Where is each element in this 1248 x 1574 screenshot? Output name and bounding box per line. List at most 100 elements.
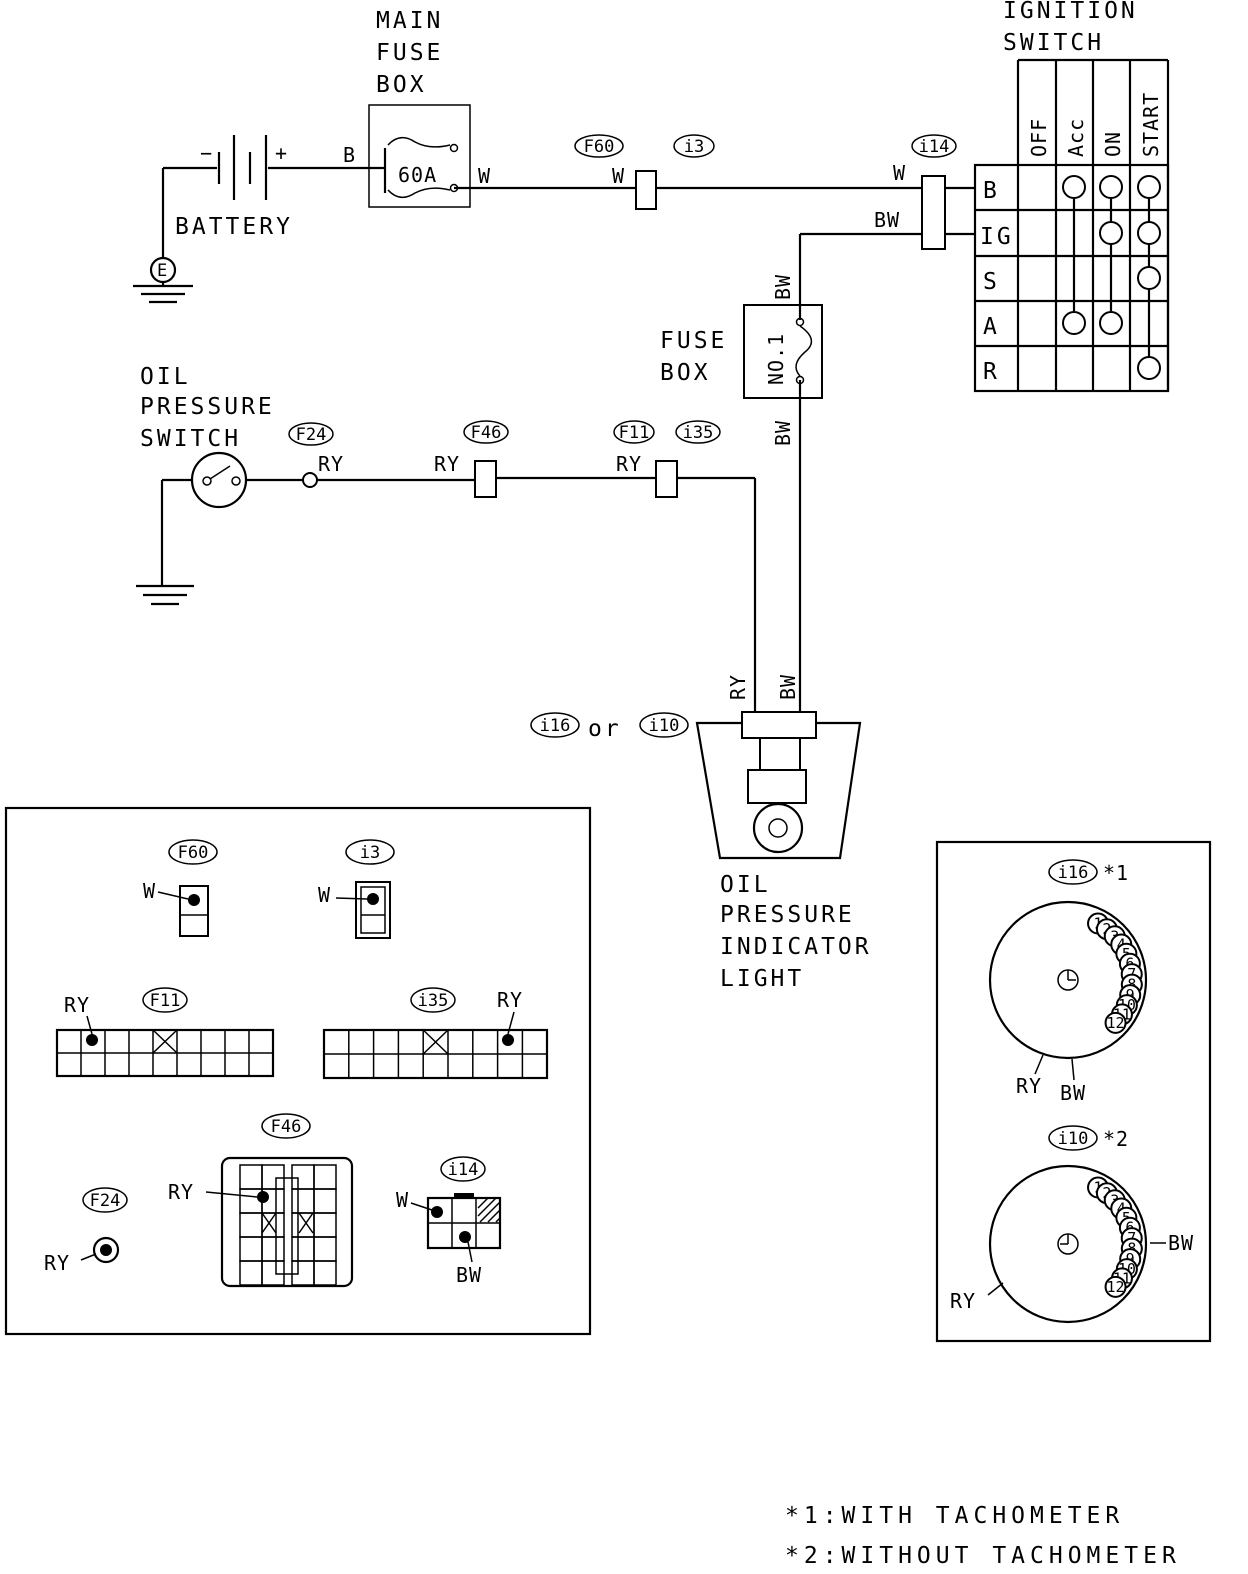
svg-text:F24: F24 xyxy=(90,1191,121,1211)
meter-connector-panel: i16 *1 123456789101112 RY BW i10 *2 1234… xyxy=(935,840,1212,1343)
i3-wire-w: W xyxy=(318,883,331,907)
ignition-switch-label-2: SWITCH xyxy=(1003,30,1104,56)
pin-circle xyxy=(1104,1011,1127,1034)
oil-pressure-switch: OIL PRESSURE SWITCH F24 RY xyxy=(136,364,344,606)
main-fuse-box-label-1: MAIN xyxy=(376,8,443,34)
ign-col-off: OFF xyxy=(1027,118,1051,157)
svg-text:i14: i14 xyxy=(919,137,950,157)
wire-ry-2: RY xyxy=(434,452,460,476)
f60-wire-w: W xyxy=(143,879,156,903)
i35-wire-ry: RY xyxy=(497,988,523,1012)
f24-wire-ry: RY xyxy=(44,1251,70,1275)
ign-row-a: A xyxy=(983,314,1000,340)
main-fuse-box-label-3: BOX xyxy=(376,72,427,98)
or-text: or xyxy=(588,716,622,742)
fuse-box-label-1: FUSE xyxy=(660,328,727,354)
connector-tag-i35: i35 xyxy=(675,420,721,444)
pin-label: 12 xyxy=(1107,1014,1125,1032)
connector-tag-i3: i3 xyxy=(673,134,715,158)
connector-view-f60: F60 W xyxy=(143,839,218,937)
main-fuse-box: MAIN FUSE BOX 60A xyxy=(368,8,471,208)
ign-col-on: ON xyxy=(1101,131,1125,157)
fuse-no1-label: NO.1 xyxy=(764,333,788,385)
connector-view-i35: i35 RY xyxy=(322,987,549,1080)
svg-text:i10: i10 xyxy=(1058,1129,1089,1149)
ry-wire: RY RY RY F46 F11 i35 xyxy=(317,420,757,712)
connector-views-panel: F60 W i3 W F11 RY xyxy=(4,806,592,1336)
svg-text:F46: F46 xyxy=(271,1117,302,1137)
ign-row-s: S xyxy=(983,269,1000,295)
pin-circle xyxy=(1104,1275,1127,1298)
svg-text:F60: F60 xyxy=(584,137,615,157)
svg-text:F46: F46 xyxy=(471,423,502,443)
connector-view-i3: i3 W xyxy=(318,839,395,939)
connector-tag-i10: i10 xyxy=(639,712,689,738)
ground-e-label: E xyxy=(157,261,167,281)
svg-text:i16: i16 xyxy=(540,716,571,736)
svg-text:i16: i16 xyxy=(1058,863,1089,883)
ign-row-r: R xyxy=(983,359,1000,385)
ignition-switch: IGNITION SWITCH OFF Acc ON START B IG S … xyxy=(973,0,1170,393)
oil-light-label-2: PRESSURE xyxy=(720,902,855,928)
svg-text:F11: F11 xyxy=(619,423,650,443)
w-wire: W W W F60 i3 xyxy=(454,134,922,210)
wire-b-battery: B xyxy=(343,143,356,167)
svg-text:i35: i35 xyxy=(418,991,449,1011)
wire-w-3: W xyxy=(893,161,906,185)
oil-light-label-1: OIL xyxy=(720,872,771,898)
oil-switch-label-3: SWITCH xyxy=(140,426,241,452)
i14-connector: i14 BW xyxy=(874,134,975,250)
wire-w-1: W xyxy=(478,164,491,188)
i10-wire-ry: RY xyxy=(950,1289,976,1313)
connector-tag-i14: i14 xyxy=(911,134,957,158)
ign-col-acc: Acc xyxy=(1064,118,1088,157)
oil-switch-label-2: PRESSURE xyxy=(140,394,275,420)
svg-text:i3: i3 xyxy=(684,137,704,157)
i14-wire-bw: BW xyxy=(456,1263,482,1287)
pin-12: 12 xyxy=(1104,1011,1127,1034)
connector-view-i14: i14 W BW xyxy=(396,1156,502,1287)
svg-text:i10: i10 xyxy=(649,716,680,736)
ignition-switch-label-1: IGNITION xyxy=(1003,0,1138,24)
footnotes: *1:WITH TACHOMETER *2:WITHOUT TACHOMETER xyxy=(785,1503,1181,1569)
wire-bw-4: BW xyxy=(776,674,800,700)
f46-wire-ry: RY xyxy=(168,1180,194,1204)
footnote-1: *1:WITH TACHOMETER xyxy=(785,1503,1124,1529)
wire-ry-3: RY xyxy=(616,452,642,476)
meter-connector-i10: i10 *2 123456789101112 BW RY xyxy=(950,1125,1193,1324)
svg-text:i14: i14 xyxy=(448,1160,479,1180)
i14-wire-w: W xyxy=(396,1188,409,1212)
i10-note-ref: *2 xyxy=(1103,1127,1129,1151)
connector-tag-f60: F60 xyxy=(574,134,624,158)
oil-pressure-indicator-light: i16 or i10 OIL PRESSURE INDICATOR LIGHT xyxy=(530,711,872,992)
oil-light-label-4: LIGHT xyxy=(720,966,804,992)
ign-col-start: START xyxy=(1139,92,1163,157)
svg-text:F24: F24 xyxy=(296,425,327,445)
main-fuse-rating: 60A xyxy=(398,163,437,187)
connector-view-f24: F24 RY xyxy=(44,1187,128,1275)
battery-minus: − xyxy=(200,141,213,165)
wire-ry-1: RY xyxy=(318,452,344,476)
pin-label: 12 xyxy=(1107,1278,1125,1296)
battery-label: BATTERY xyxy=(175,214,293,240)
connector-view-f11: F11 RY xyxy=(55,987,275,1078)
svg-text:i3: i3 xyxy=(360,843,380,863)
connector-tag-i16: i16 xyxy=(530,712,580,738)
oil-light-label-3: INDICATOR xyxy=(720,934,872,960)
ign-row-ig: IG xyxy=(980,224,1014,250)
wire-bw-3: BW xyxy=(771,420,795,446)
i16-wire-bw: BW xyxy=(1060,1081,1086,1105)
ign-row-b: B xyxy=(983,178,1000,204)
connector-tag-f46: F46 xyxy=(463,420,509,444)
wire-bw-1: BW xyxy=(874,208,900,232)
footnote-2: *2:WITHOUT TACHOMETER xyxy=(785,1543,1181,1569)
hatched-cell xyxy=(477,1197,501,1223)
connector-view-f46: F46 RY xyxy=(168,1113,354,1288)
connector-tag-f24: F24 xyxy=(288,422,334,446)
pin-12: 12 xyxy=(1104,1275,1127,1298)
svg-text:F60: F60 xyxy=(178,843,209,863)
fuse-box-label-2: BOX xyxy=(660,360,711,386)
svg-text:i35: i35 xyxy=(683,423,714,443)
wire-w-2: W xyxy=(612,164,625,188)
